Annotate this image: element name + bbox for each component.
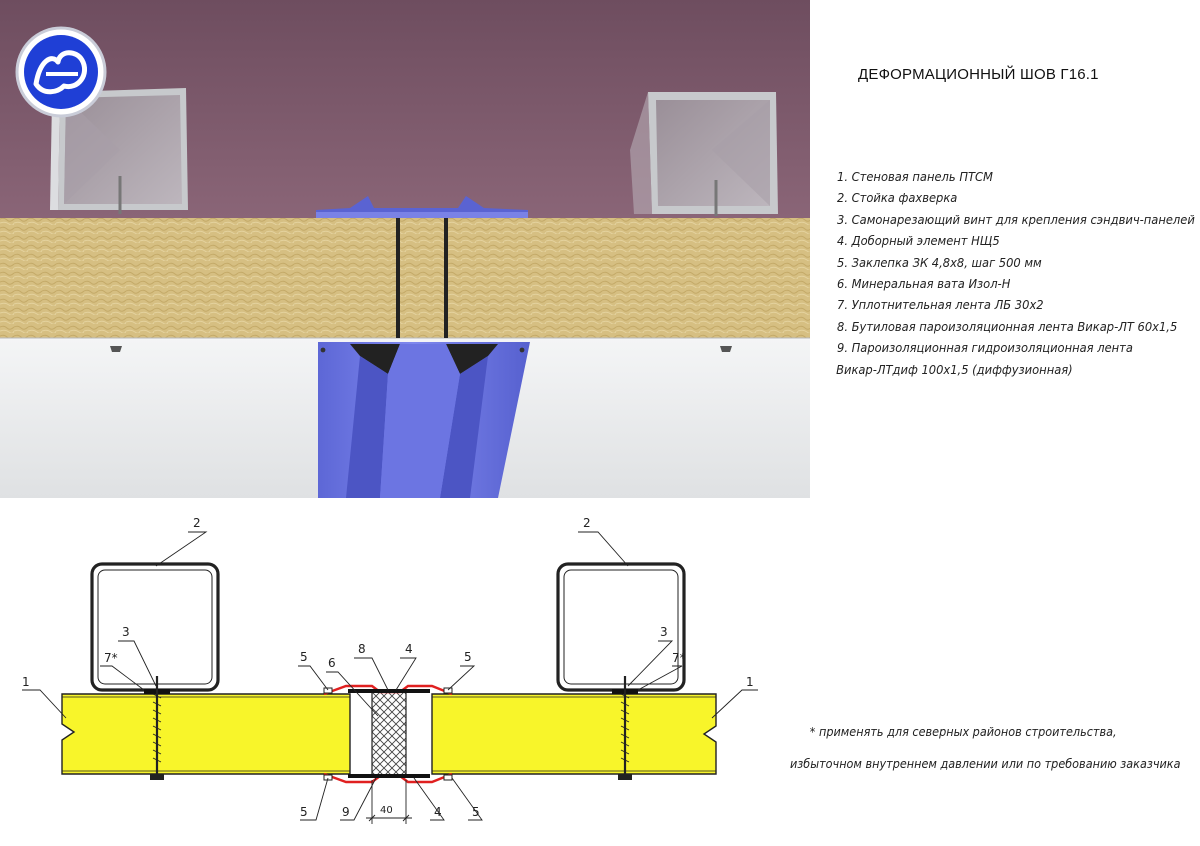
- render-post-right: [630, 92, 778, 216]
- page-title: ДЕФОРМАЦИОННЫЙ ШОВ Г16.1: [858, 66, 1099, 83]
- section-drawing: 1 1 2 2 3 3 7* 7* 5 6 8 4 5 5 9 4 5 40: [22, 516, 758, 824]
- screw-right: [618, 676, 632, 780]
- sandwich-panel-left: [61, 693, 351, 775]
- sandwich-panel-right: [431, 693, 717, 775]
- callout-7-right: 7*: [672, 651, 686, 665]
- callout-7-left: 7*: [104, 651, 118, 665]
- legend-item: 4. Доборный элемент НЩ5: [837, 233, 1000, 249]
- legend-item: 1. Стеновая панель ПТСМ: [837, 169, 993, 184]
- rivets: [323, 687, 453, 781]
- mineral-wool-insert: [371, 689, 407, 777]
- dimension-40: [366, 780, 412, 824]
- legend-item: 6. Минеральная вата Изол-Н: [837, 276, 1011, 292]
- callout-5-top-left: 5: [300, 650, 308, 664]
- legend-item: 3. Самонарезающий винт для крепления сэн…: [837, 211, 1195, 227]
- callout-8: 8: [358, 642, 366, 656]
- render-post-left: [50, 88, 188, 214]
- footnote: * применять для северных районов строите…: [790, 716, 1181, 780]
- legend-item: 9. Пароизоляционная гидроизоляционная ле…: [837, 340, 1133, 356]
- render-3d-view: [0, 0, 810, 498]
- callout-5-top-right: 5: [464, 650, 472, 664]
- render-bottom-profile: [318, 342, 530, 498]
- legend-list: 1. Стеновая панель ПТСМ 2. Стойка фахвер…: [836, 166, 1195, 380]
- footnote-line: * применять для северных районов строите…: [809, 724, 1117, 739]
- callout-5-bottom-right: 5: [472, 805, 480, 819]
- callout-3-left: 3: [122, 625, 130, 639]
- post-left: [90, 562, 220, 692]
- callout-2-left: 2: [193, 516, 201, 530]
- legend-item: 5. Заклепка ЗК 4,8х8, шаг 500 мм: [837, 254, 1042, 270]
- butyl-tape: [348, 689, 430, 693]
- callout-4-bottom: 4: [434, 805, 442, 819]
- callout-labels: 1 1 2 2 3 3 7* 7* 5 6 8 4 5 5 9 4 5 40: [22, 516, 754, 819]
- callout-6: 6: [328, 656, 336, 670]
- callout-5-bottom-left: 5: [300, 805, 308, 819]
- callout-9: 9: [342, 805, 350, 819]
- vapor-tape: [348, 774, 430, 778]
- dimension-label: 40: [380, 805, 393, 816]
- callout-1-right: 1: [746, 675, 754, 689]
- callout-1-left: 1: [22, 675, 30, 689]
- legend-item-continuation: Викар-ЛТдиф 100х1,5 (диффузионная): [836, 361, 1073, 377]
- legend-item: 7. Уплотнительная лента ЛБ 30х2: [837, 297, 1044, 313]
- company-logo-icon: [15, 26, 107, 118]
- callout-2-right: 2: [583, 516, 591, 530]
- footnote-line: избыточном внутреннем давлении или по тр…: [790, 756, 1181, 771]
- render-top-profile: [316, 196, 528, 338]
- render-screw-heads: [110, 346, 732, 352]
- callout-3-right: 3: [660, 625, 668, 639]
- screw-left: [150, 676, 164, 780]
- render-insulation-layer: [0, 218, 810, 338]
- legend-item: 8. Бутиловая пароизоляционная лента Вика…: [837, 318, 1178, 334]
- legend-item: 2. Стойка фахверка: [837, 190, 958, 206]
- callout-4-top: 4: [405, 642, 413, 656]
- leader-lines: [22, 531, 758, 821]
